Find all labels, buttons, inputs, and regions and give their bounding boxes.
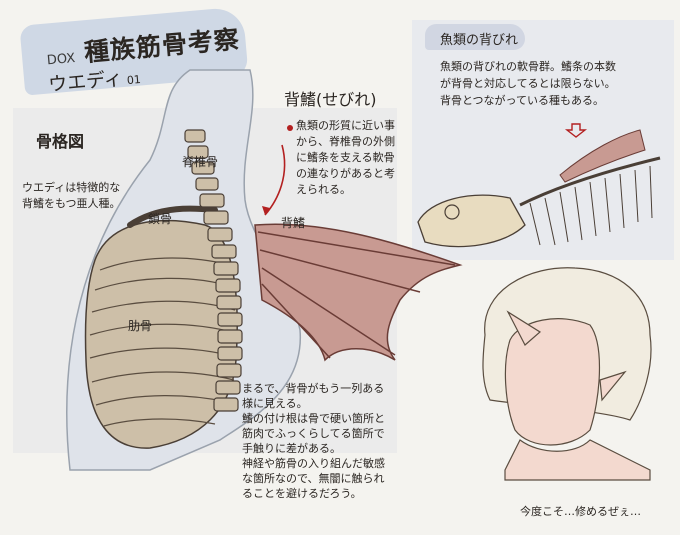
fin-note-line: 魚類の形質に近い事	[296, 118, 395, 134]
bottom-note-line: 筋肉でふっくらしてる箇所で	[242, 426, 385, 441]
fin-note-line: に鰭条を支える軟骨	[296, 150, 395, 166]
bottom-note-line: 神経や筋骨の入り組んだ敏感	[242, 456, 385, 471]
skeleton-heading: 骨格図	[36, 128, 84, 152]
description-line: 背鰭をもつ亜人種。	[22, 196, 121, 212]
fish-text: 魚類の背びれの軟骨群。鰭条の本数 が背骨と対応してるとは限らない。 背骨とつなが…	[440, 58, 616, 109]
fish-text-line: が背骨と対応してるとは限らない。	[440, 75, 616, 92]
fish-head	[418, 195, 525, 246]
fin-note-line: から、脊椎骨の外側	[296, 134, 395, 150]
bottom-note-line: 様に見える。	[242, 396, 385, 411]
fin-heading: 背鰭(せびれ)	[284, 86, 377, 110]
bullet-dot	[287, 125, 293, 131]
character-neck	[505, 440, 650, 480]
bottom-note: まるで、背骨がもう一列ある 様に見える。 鰭の付け根は骨で硬い箇所と 筋肉でふっ…	[242, 381, 385, 501]
fin-note: 魚類の形質に近い事 から、脊椎骨の外側 に鰭条を支える軟骨 の連なりがあると考 …	[296, 118, 395, 198]
ribs-label: 肋骨	[128, 317, 152, 334]
red-arrow	[265, 145, 285, 215]
bottom-note-line: な箇所なので、無闇に触られ	[242, 471, 385, 486]
character-speech: 今度こそ…修めるぜぇ…	[520, 504, 641, 520]
fin-note-line: えられる。	[296, 182, 395, 198]
description-line: ウエディは特徴的な	[22, 180, 121, 196]
clavicle-label: 鎖骨	[148, 210, 172, 227]
fish-text-line: 背骨とつながっている種もある。	[440, 92, 616, 109]
fin-note-line: の連なりがあると考	[296, 166, 395, 182]
bottom-note-line: 鰭の付け根は骨で硬い箇所と	[242, 411, 385, 426]
bottom-note-line: ることを避けるだろう。	[242, 486, 385, 501]
spine-label: 脊椎骨	[182, 153, 218, 170]
bottom-note-line: 手触りに差がある。	[242, 441, 385, 456]
character-face	[505, 319, 599, 445]
dorsal-fin-label: 背鰭	[281, 214, 305, 231]
bottom-note-line: まるで、背骨がもう一列ある	[242, 381, 385, 396]
fish-text-line: 魚類の背びれの軟骨群。鰭条の本数	[440, 58, 616, 75]
skeleton-description: ウエディは特徴的な 背鰭をもつ亜人種。	[22, 180, 121, 212]
fish-heading: 魚類の背びれ	[440, 29, 518, 48]
down-arrow-icon	[567, 124, 585, 137]
